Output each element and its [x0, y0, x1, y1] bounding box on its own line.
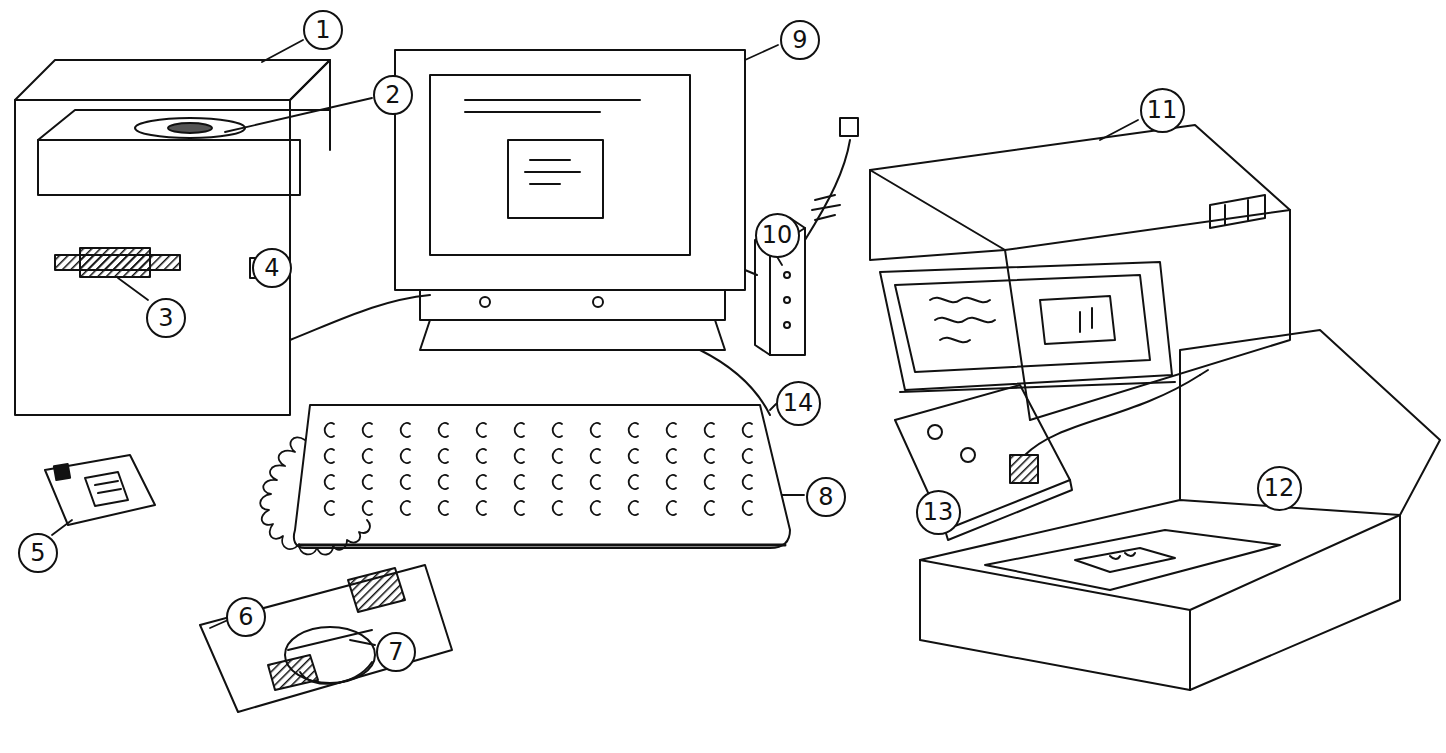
mouse — [200, 437, 452, 712]
callout-number: 9 — [792, 28, 807, 52]
callout-circle: 4 — [252, 248, 292, 288]
callout-number: 1 — [315, 18, 330, 42]
callout-number: 14 — [783, 391, 814, 415]
modem — [755, 118, 858, 355]
callout-number: 8 — [818, 485, 833, 509]
callout-number: 5 — [30, 541, 45, 565]
callout-number: 4 — [264, 256, 279, 280]
callout-circle: 9 — [780, 20, 820, 60]
callout-circle: 10 — [755, 213, 800, 258]
monitor — [395, 50, 770, 415]
callout-circle: 14 — [776, 381, 821, 426]
floppy-disk — [45, 455, 155, 525]
callout-number: 10 — [762, 223, 793, 247]
power-strip — [895, 370, 1208, 540]
callout-circle: 2 — [373, 75, 413, 115]
callout-circle: 13 — [916, 490, 961, 535]
system-unit — [15, 60, 430, 415]
callout-circle: 7 — [376, 632, 416, 672]
callout-circle: 3 — [146, 298, 186, 338]
callout-number: 13 — [923, 500, 954, 524]
callout-number: 2 — [385, 83, 400, 107]
keyboard — [294, 405, 790, 548]
callout-circle: 12 — [1257, 466, 1302, 511]
callout-number: 11 — [1147, 98, 1178, 122]
leader-lines — [52, 40, 1138, 645]
scanner — [920, 330, 1440, 690]
callout-number: 12 — [1264, 476, 1295, 500]
callout-circle: 8 — [806, 477, 846, 517]
callout-number: 6 — [238, 605, 253, 629]
printer — [870, 125, 1290, 420]
callout-circle: 1 — [303, 10, 343, 50]
callout-number: 3 — [158, 306, 173, 330]
callout-circle: 5 — [18, 533, 58, 573]
callout-number: 7 — [388, 640, 403, 664]
callout-circle: 11 — [1140, 88, 1185, 133]
callout-circle: 6 — [226, 597, 266, 637]
